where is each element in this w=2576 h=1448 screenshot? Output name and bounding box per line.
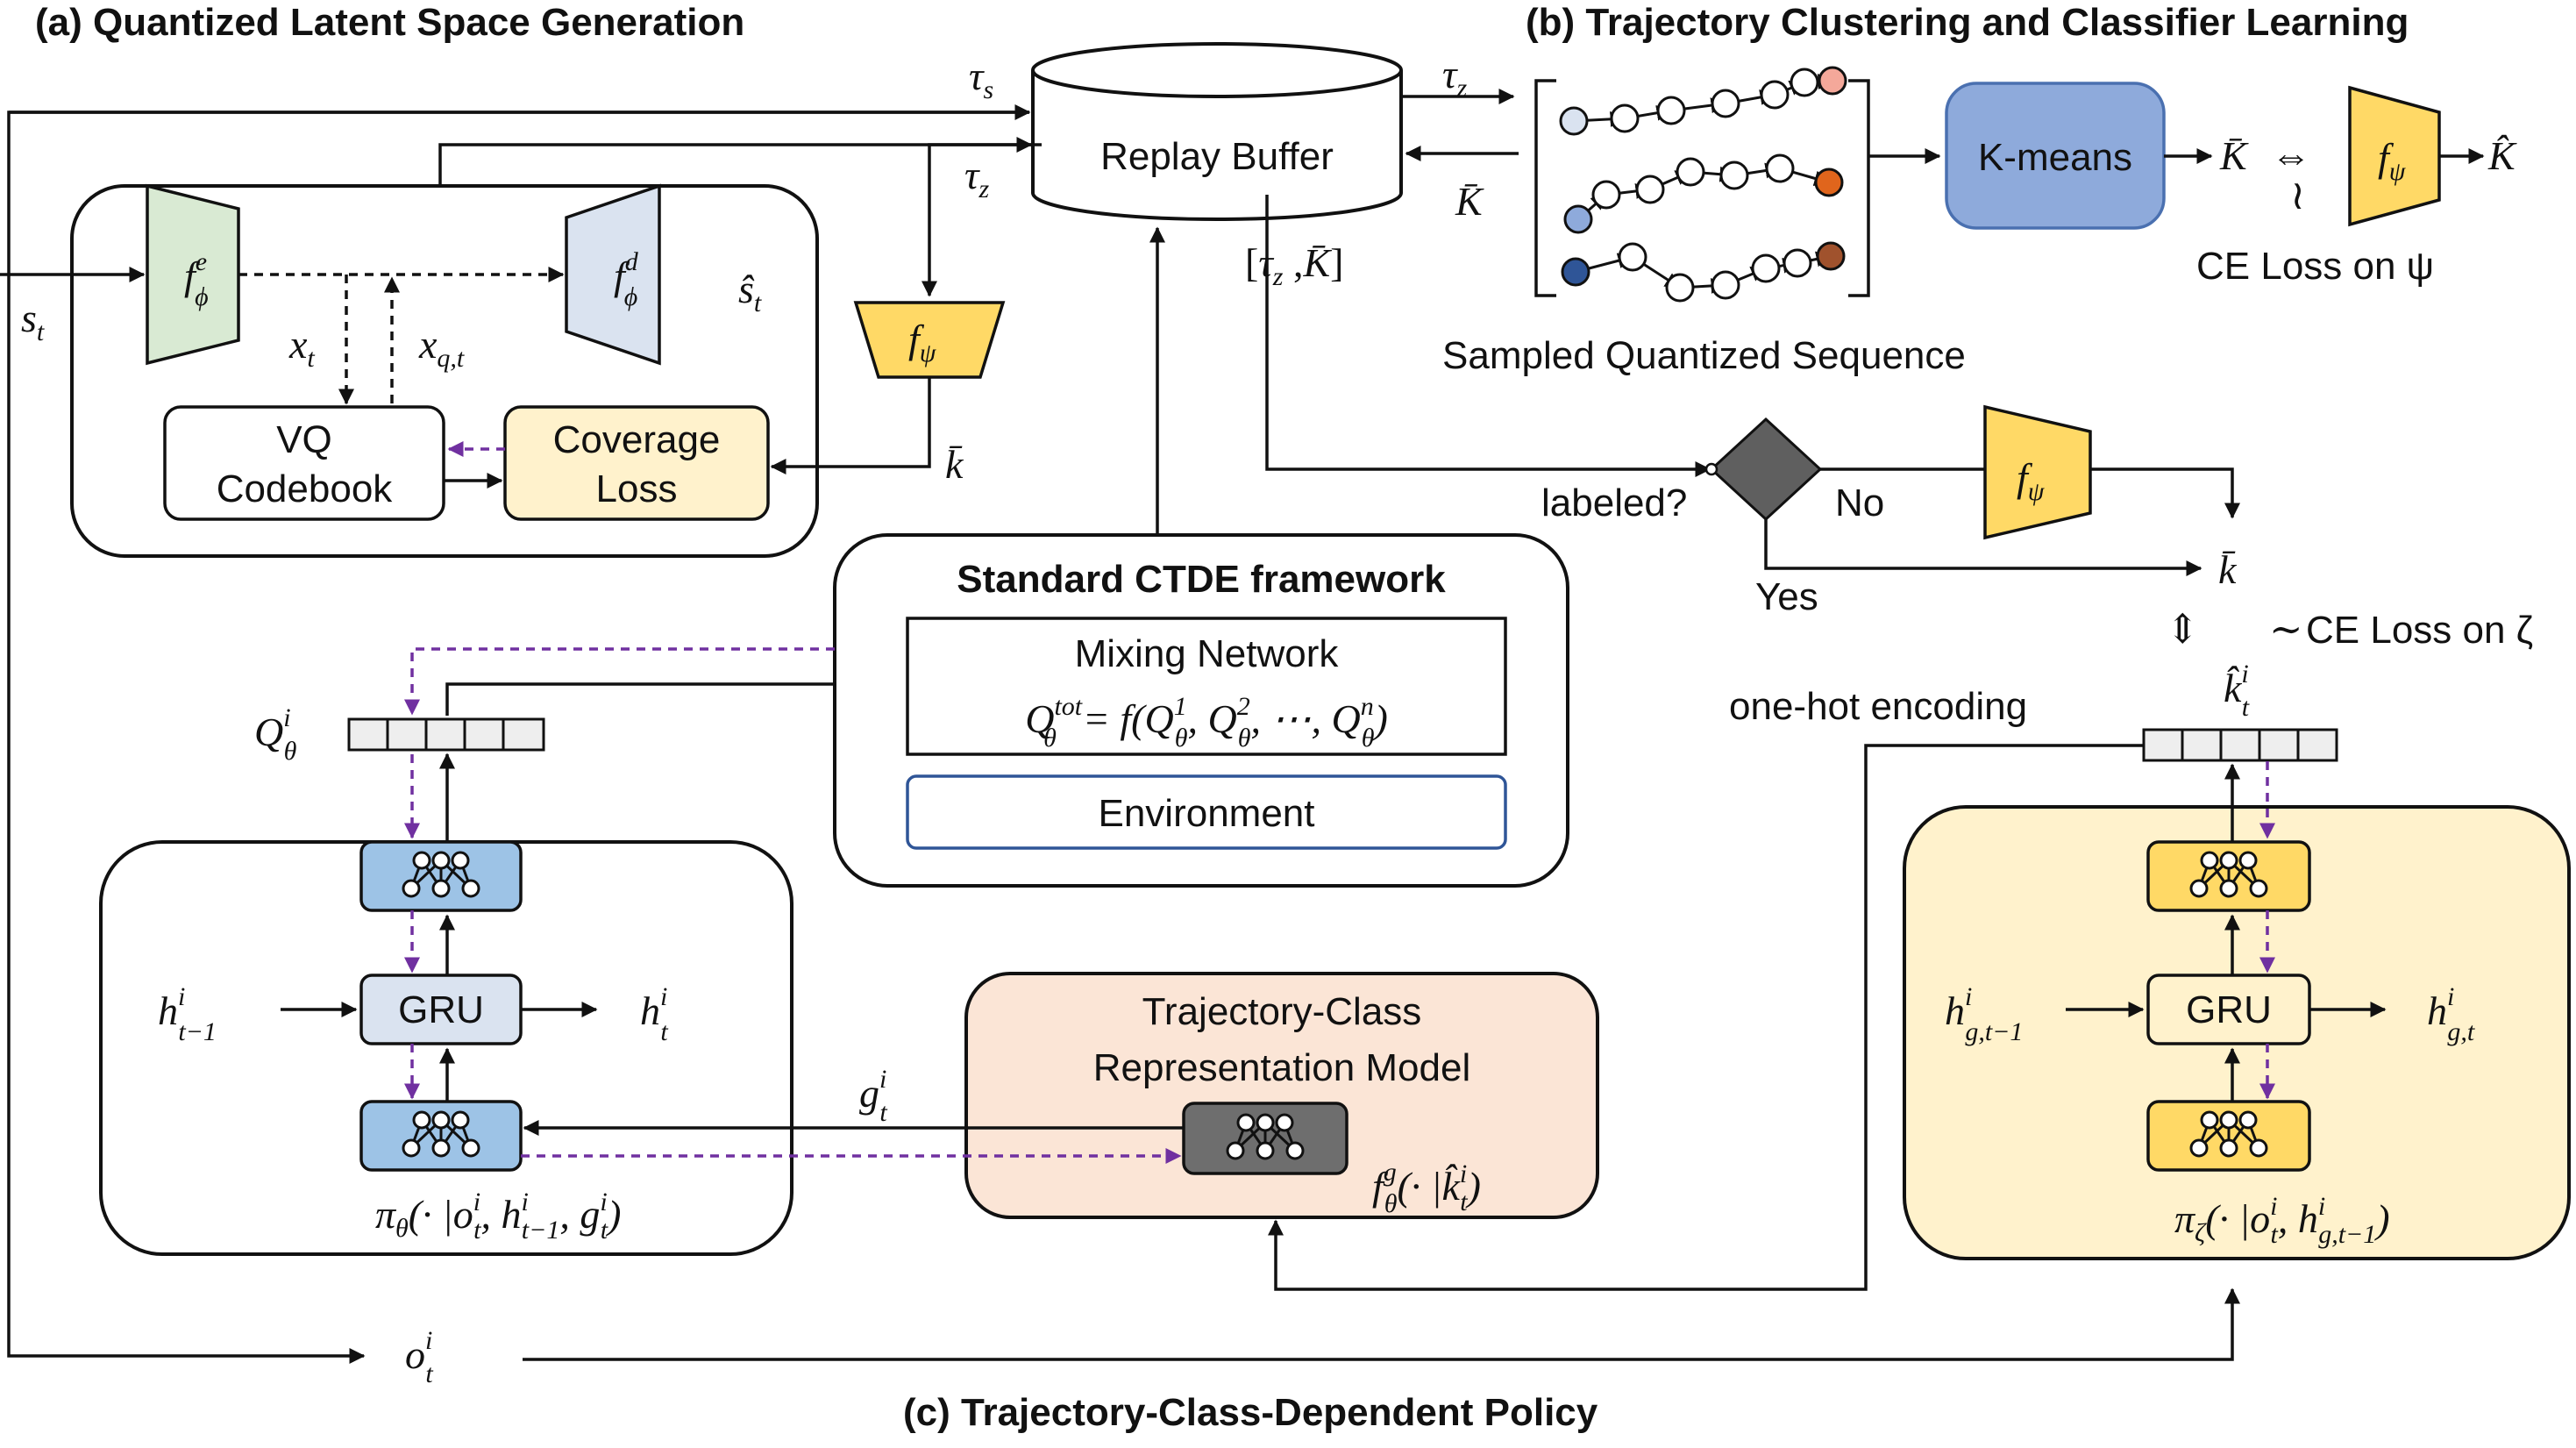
- f-psi-c: [1983, 404, 2092, 540]
- vq-codebook-box: [163, 405, 445, 521]
- labeled-diamond-dot: [1704, 462, 1719, 476]
- o-t-arrow: [523, 1288, 2240, 1361]
- approx-tilde: ≀: [2290, 173, 2305, 218]
- mixing-network-label: Mixing Network: [1075, 632, 1340, 675]
- sampled-sequence-label: Sampled Quantized Sequence: [1442, 334, 1966, 377]
- seq-bracket-right: [1848, 79, 1870, 297]
- sequence-node: [1711, 89, 1740, 118]
- tilde-zeta: ∼: [2269, 607, 2303, 652]
- title-b: (b) Trajectory Clustering and Classifier…: [1526, 1, 2409, 44]
- ctde-title: Standard CTDE framework: [957, 558, 1446, 601]
- sequence-node: [1635, 175, 1665, 204]
- yes-label: Yes: [1755, 575, 1818, 618]
- no-branch-arrow: [2090, 467, 2240, 519]
- sequence-node: [1814, 168, 1844, 197]
- encoder-shape: [146, 183, 240, 366]
- no-label: No: [1835, 481, 1884, 524]
- k-hat-vector: [2142, 728, 2338, 762]
- tau-z-label-b: τz: [1442, 52, 1467, 103]
- sequence-node: [1559, 106, 1589, 136]
- yes-branch-arrow: [1764, 519, 2202, 576]
- gru-label-right: GRU: [2186, 988, 2272, 1031]
- q-to-ctde-line: [445, 682, 835, 716]
- sequence-node: [1676, 157, 1705, 187]
- sequence-node: [1719, 160, 1749, 190]
- sequence-node: [1711, 270, 1740, 300]
- sequence-node: [1760, 80, 1790, 110]
- sequence-node: [1818, 66, 1847, 96]
- environment-label: Environment: [1098, 792, 1314, 835]
- coverage-label-1: Coverage: [553, 418, 721, 461]
- seq-bracket-left: [1534, 79, 1556, 297]
- sequence-node: [1656, 96, 1686, 125]
- decoder-shape: [565, 183, 661, 366]
- vq-label-2: Codebook: [217, 467, 394, 510]
- rb-to-fpsi-arrow: [922, 143, 1042, 297]
- sequence-node: [1816, 241, 1846, 271]
- k-bar-a: k̄: [945, 442, 964, 487]
- sequence-node: [1591, 180, 1621, 210]
- mixing-network-box: [906, 617, 1507, 756]
- f-psi-b: [2348, 85, 2441, 227]
- ce-loss-psi-label: CE Loss on ψ: [2196, 245, 2434, 288]
- tcrm-label-1: Trajectory-Class: [1142, 990, 1422, 1033]
- sequence-node: [1563, 204, 1593, 234]
- sequence-node: [1665, 273, 1695, 303]
- title-a: (a) Quantized Latent Space Generation: [35, 1, 744, 44]
- tcrm-label-2: Representation Model: [1093, 1046, 1470, 1089]
- sequence-node: [1751, 253, 1781, 283]
- tau-s-label: τs: [969, 53, 993, 104]
- vertical-double-arrow: ⇕: [2166, 607, 2200, 652]
- kmeans-label: K-means: [1978, 136, 2132, 179]
- tau-z-label-a: τz: [964, 153, 989, 203]
- vq-label-1: VQ: [276, 418, 332, 461]
- sequence-node: [1618, 242, 1647, 272]
- gru-label-left: GRU: [398, 988, 484, 1031]
- f-psi-a: [853, 301, 1006, 379]
- replay-buffer: Replay Buffer: [1031, 42, 1403, 221]
- K-bar-label-2: K̄: [2219, 133, 2249, 178]
- x-t-label: xt: [288, 322, 315, 373]
- s-t-label: st: [21, 296, 45, 346]
- one-hot-label: one-hot encoding: [1729, 685, 2027, 728]
- title-c: (c) Trajectory-Class-Dependent Policy: [903, 1391, 1598, 1434]
- x-qt-label: xq,t: [418, 322, 465, 373]
- sequence-node: [1783, 248, 1812, 278]
- coverage-label-2: Loss: [596, 467, 678, 510]
- sequence-node: [1790, 68, 1819, 97]
- tau-z-arrow-a: [438, 137, 1033, 186]
- k-bar-c: k̄: [2218, 547, 2238, 592]
- trajectory-sequences: [1559, 66, 1847, 303]
- tau-z-K-pair-label: [τz ,K̄]: [1245, 240, 1344, 291]
- labeled-diamond: [1709, 417, 1823, 522]
- labeled-label: labeled?: [1541, 481, 1687, 524]
- sequence-node: [1610, 103, 1640, 133]
- double-arrow: ⇔: [2271, 133, 2311, 178]
- K-bar-label-1: K̄: [1455, 179, 1484, 224]
- K-hat-label: K̂: [2487, 133, 2517, 178]
- one-hot-arrow: [1268, 744, 2144, 1291]
- coverage-loss-box: [503, 405, 770, 521]
- q-theta-vector: [347, 717, 545, 752]
- fpsi-to-coverage-arrow: [770, 377, 931, 474]
- to-labeled-arrow: [1265, 195, 1711, 477]
- ctde-grad-arrow: [404, 647, 835, 716]
- sequence-node: [1765, 153, 1795, 183]
- replay-buffer-label: Replay Buffer: [1100, 135, 1334, 178]
- sequence-node: [1561, 257, 1590, 287]
- environment-box: [906, 774, 1507, 850]
- ce-loss-zeta-label: CE Loss on ζ: [2306, 609, 2533, 652]
